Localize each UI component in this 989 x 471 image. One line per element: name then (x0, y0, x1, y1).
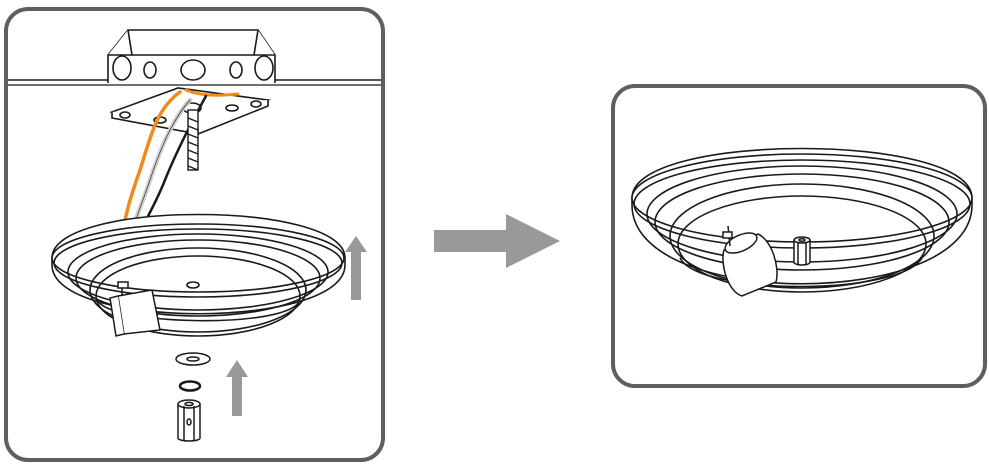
installed-fixture (631, 147, 973, 293)
fixture-base (51, 213, 346, 337)
knockout-center (180, 59, 206, 81)
washer (175, 352, 211, 366)
wire-connector (722, 225, 778, 297)
cap-nut (177, 399, 201, 442)
up-arrow-icon (345, 236, 367, 300)
wire-hot-branch (184, 88, 240, 97)
knockout-right (254, 55, 274, 81)
cap-nut (793, 236, 811, 266)
wire-neutral-outline (133, 99, 191, 227)
up-arrow-icon (226, 360, 248, 416)
wire-hot (122, 90, 182, 227)
after-panel (611, 84, 987, 388)
lock-washer (178, 380, 202, 392)
wire-connector (109, 281, 161, 337)
before-panel (4, 7, 385, 462)
junction-box (107, 29, 276, 83)
right-arrow-icon (434, 214, 560, 268)
knockout-left (112, 55, 132, 81)
threaded-rod (187, 109, 199, 171)
